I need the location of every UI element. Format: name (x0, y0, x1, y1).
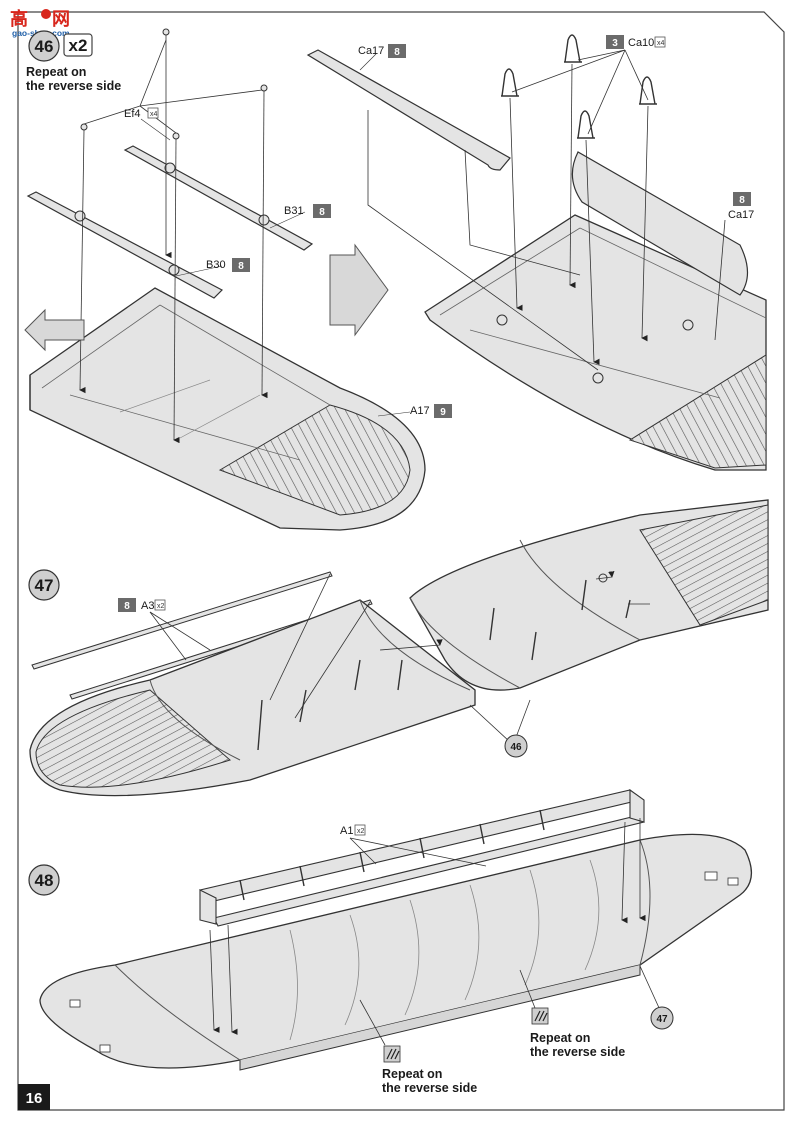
label-ca17-top: Ca17 (358, 45, 384, 57)
hull-stern-47 (409, 499, 769, 691)
page-border (17, 11, 785, 1111)
label-ca17-side: Ca17 (728, 209, 754, 221)
step-46: 46 x2 Repeat on the reverse side (24, 28, 767, 531)
step-46-number: 46 (35, 37, 54, 56)
qty-icon-a1 (354, 824, 366, 836)
step-48-circle (28, 864, 60, 896)
label-b30: B30 (206, 259, 226, 271)
label-b31: B31 (284, 205, 304, 217)
label-a17: A17 (410, 405, 430, 417)
frame-a1 (199, 788, 645, 927)
watermark-char-2: 网 (52, 9, 70, 29)
step-48-number: 48 (35, 871, 54, 890)
qty-ef4: x4 (150, 111, 158, 118)
step-47: 47 8 (28, 499, 769, 797)
ref-47-text: 47 (656, 1014, 668, 1025)
page-number: 16 (26, 1090, 43, 1107)
thwart-b31 (123, 145, 314, 251)
step-47-number: 47 (35, 576, 54, 595)
ref-46-text: 46 (510, 742, 522, 753)
rail-ca17-top (306, 49, 511, 171)
qty-icon-ef4 (147, 107, 159, 119)
badge-ca17-top (388, 44, 406, 58)
flow-arrow-right (329, 243, 389, 337)
step-46-note-line1: Repeat on (26, 65, 86, 79)
label-a3: A3 (141, 600, 154, 612)
rail-ca17-side (571, 151, 749, 296)
step-48: 48 (28, 788, 752, 1095)
note-left-line1: Repeat on (382, 1067, 442, 1081)
assembly-lines-46 (79, 35, 268, 444)
label-ef4: Ef4 (124, 108, 141, 120)
hull-bow-47 (29, 599, 476, 797)
badge-a17 (434, 404, 452, 418)
hull-section-right-46 (424, 214, 767, 471)
assembly-lines-48 (209, 818, 661, 1046)
badge-ca17-side-text: 8 (739, 195, 745, 206)
step-47-circle (28, 569, 60, 601)
page-number-box (18, 1084, 50, 1110)
badge-ca10 (606, 35, 624, 49)
label-a1: A1 (340, 825, 353, 837)
badge-b31 (313, 204, 331, 218)
qty-a3: x2 (157, 603, 165, 610)
hull-bottom-48 (39, 833, 752, 1071)
ref-46-circle (504, 734, 528, 758)
label-ca10: Ca10 (628, 37, 654, 49)
badge-ca10-text: 3 (612, 38, 618, 49)
step-46-multiplier: x2 (69, 36, 88, 55)
ref-47-circle (650, 1006, 674, 1030)
assembly-lines-46-right (367, 49, 726, 371)
badge-a3-text: 8 (124, 601, 130, 612)
oarlocks-ca10 (501, 34, 657, 139)
qty-a1: x2 (357, 828, 365, 835)
qty-icon-a3 (154, 599, 166, 611)
assembly-lines-47 (149, 571, 650, 743)
badge-b30 (232, 258, 250, 272)
qty-icon-ca10 (654, 36, 666, 48)
badge-a17-text: 9 (440, 407, 446, 418)
strip-a3-1 (31, 571, 333, 670)
note-right-line1: Repeat on (530, 1031, 590, 1045)
mirror-icon (531, 1007, 549, 1025)
qty-ca10: x4 (657, 40, 665, 47)
watermark-char-1: 高 (10, 8, 28, 29)
mirror-icon-2 (383, 1045, 401, 1063)
badge-b31-text: 8 (319, 207, 325, 218)
badge-b30-text: 8 (238, 261, 244, 272)
step-46-note-line2: the reverse side (26, 79, 121, 93)
badge-ca17-top-text: 8 (394, 47, 400, 58)
pins-ef4 (74, 28, 270, 276)
flow-arrow-left (24, 308, 85, 352)
badge-ca17-side (733, 192, 751, 206)
note-left-line2: the reverse side (382, 1081, 477, 1095)
thwart-b30 (26, 191, 223, 299)
badge-a3 (118, 598, 136, 612)
hull-part-a17 (29, 287, 426, 531)
step-46-circle (28, 30, 60, 62)
multiplier-box (63, 33, 93, 57)
note-right-line2: the reverse side (530, 1045, 625, 1059)
